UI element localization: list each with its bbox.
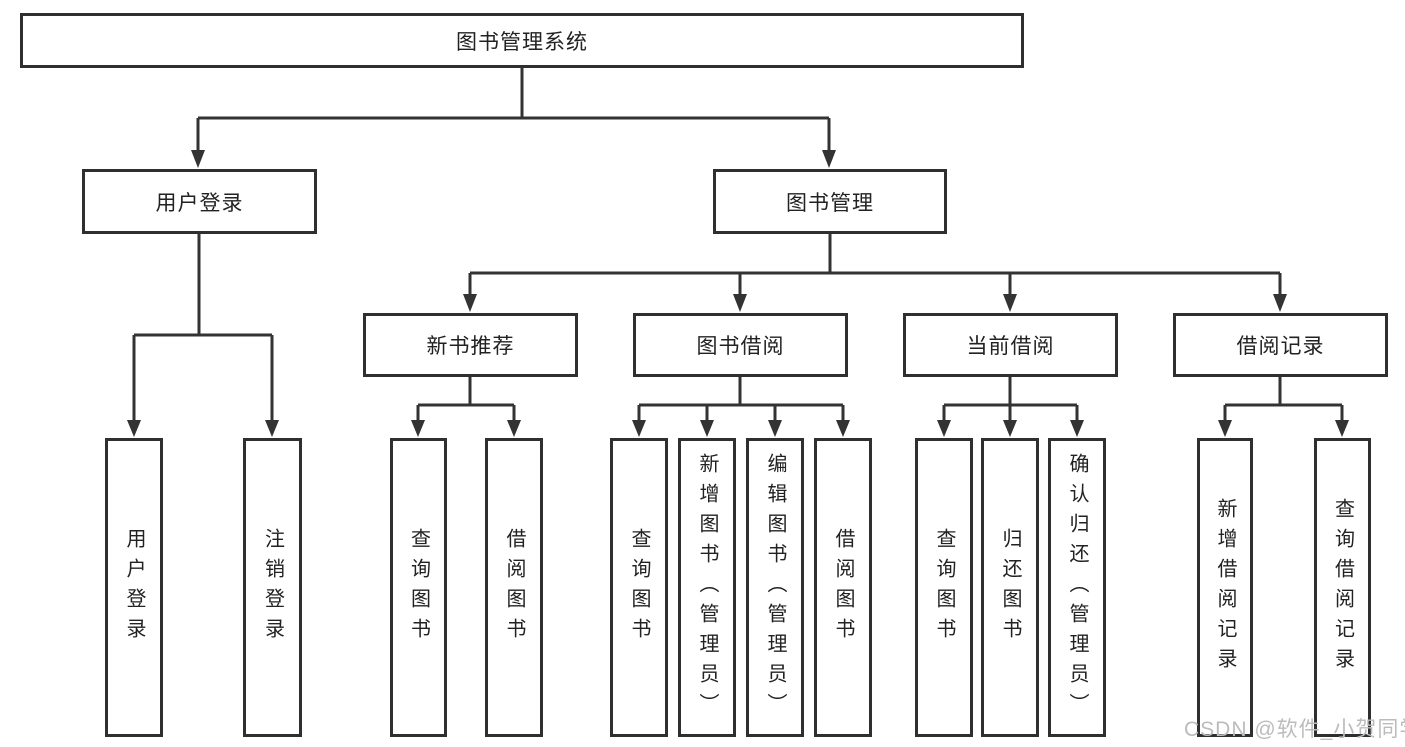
leaf-logout-login-label: 注销登录: [261, 527, 284, 648]
leaf-record-query-borrow-record: 查询借阅记录: [1314, 438, 1371, 737]
leaf-user-login: 用户登录: [105, 438, 163, 737]
leaf-borrow-query-book: 查询图书: [610, 438, 668, 737]
leaf-current-confirm-return-admin-label: 确认归还（管理员）: [1066, 452, 1088, 723]
node-borrow-record: 借阅记录: [1173, 313, 1388, 377]
node-root: 图书管理系统: [20, 13, 1024, 68]
leaf-record-query-borrow-record-label: 查询借阅记录: [1331, 497, 1354, 678]
connector-current-borrow: [944, 377, 1077, 407]
connector-book-borrow: [639, 377, 843, 407]
leaf-borrow-add-book-admin: 新增图书（管理员）: [678, 438, 736, 737]
node-book-management-label: 图书管理: [786, 191, 874, 215]
leaf-current-confirm-return-admin: 确认归还（管理员）: [1048, 438, 1106, 737]
leaf-borrow-add-book-admin-label: 新增图书（管理员）: [696, 452, 718, 723]
node-root-label: 图书管理系统: [456, 30, 588, 54]
connector-book-management: [470, 234, 1280, 275]
node-book-borrow-label: 图书借阅: [696, 335, 785, 358]
connector-new-book: [418, 377, 514, 407]
node-user-login-label: 用户登录: [155, 191, 244, 215]
node-borrow-record-label: 借阅记录: [1236, 335, 1325, 358]
leaf-current-query-book-label: 查询图书: [933, 527, 955, 648]
leaf-borrow-edit-book-admin: 编辑图书（管理员）: [746, 438, 804, 737]
leaf-newbook-borrow-book-label: 借阅图书: [503, 527, 525, 648]
leaf-logout-login: 注销登录: [243, 438, 302, 737]
leaf-borrow-edit-book-admin-label: 编辑图书（管理员）: [764, 452, 786, 723]
leaf-record-add-borrow-record: 新增借阅记录: [1197, 438, 1253, 737]
leaf-newbook-query-book: 查询图书: [390, 438, 447, 737]
node-book-borrow: 图书借阅: [633, 313, 848, 377]
leaf-borrow-borrow-book: 借阅图书: [814, 438, 872, 737]
leaf-borrow-query-book-label: 查询图书: [628, 527, 650, 648]
node-new-book-recommend: 新书推荐: [363, 313, 578, 377]
leaf-current-return-book: 归还图书: [981, 438, 1039, 737]
node-book-management: 图书管理: [713, 169, 947, 234]
leaf-newbook-borrow-book: 借阅图书: [485, 438, 543, 737]
connector-borrow-record: [1225, 377, 1342, 407]
connector-root: [198, 68, 829, 120]
leaf-user-login-label: 用户登录: [123, 527, 145, 648]
node-user-login: 用户登录: [82, 169, 317, 234]
leaf-current-query-book: 查询图书: [915, 438, 973, 737]
leaf-current-return-book-label: 归还图书: [999, 527, 1021, 648]
node-new-book-recommend-label: 新书推荐: [426, 335, 515, 358]
arrowheads: [127, 150, 1349, 437]
leaf-borrow-borrow-book-label: 借阅图书: [832, 527, 854, 648]
node-current-borrow-label: 当前借阅: [966, 335, 1055, 358]
leaf-record-add-borrow-record-label: 新增借阅记录: [1214, 497, 1236, 678]
connector-user-login: [134, 234, 272, 337]
leaf-newbook-query-book-label: 查询图书: [407, 527, 430, 648]
node-current-borrow: 当前借阅: [903, 313, 1118, 377]
